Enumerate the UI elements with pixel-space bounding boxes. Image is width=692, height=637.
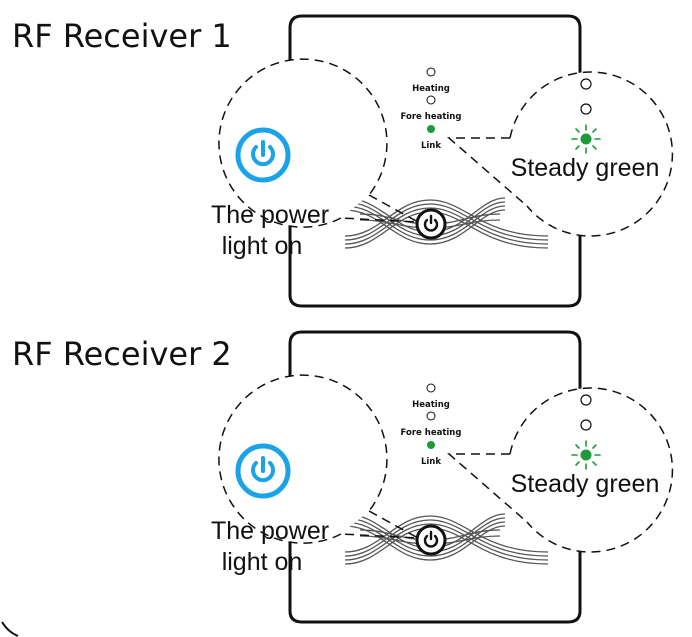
receiver-1-right-callout: Steady green <box>511 154 660 182</box>
receiver-1-led-label-fore-heating: Fore heating <box>401 112 462 122</box>
receiver-2-led-label-link: Link <box>421 457 441 467</box>
receiver-1-led-label-link: Link <box>421 141 441 151</box>
receiver-panel-1: RF Receiver 1 Heating Fore heating Link … <box>12 16 672 306</box>
receiver-2-title: RF Receiver 2 <box>12 335 232 373</box>
receiver-2-left-callout-line-2: light on <box>222 548 303 576</box>
receiver-2-right-callout: Steady green <box>511 470 660 498</box>
receiver-1-left-callout-line-1: The power <box>211 201 329 229</box>
receiver-panel-2: RF Receiver 2 Heating Fore heating Link … <box>12 332 672 622</box>
receiver-2-led-label-heating: Heating <box>412 400 450 410</box>
receiver-2-left-callout-line-1: The power <box>211 517 329 545</box>
receiver-1-left-callout-line-2: light on <box>222 232 303 260</box>
receiver-2-led-label-fore-heating: Fore heating <box>401 428 462 438</box>
receiver-1-led-label-heating: Heating <box>412 84 450 94</box>
corner-arc-decoration <box>1 621 19 637</box>
receiver-1-title: RF Receiver 1 <box>12 17 232 55</box>
